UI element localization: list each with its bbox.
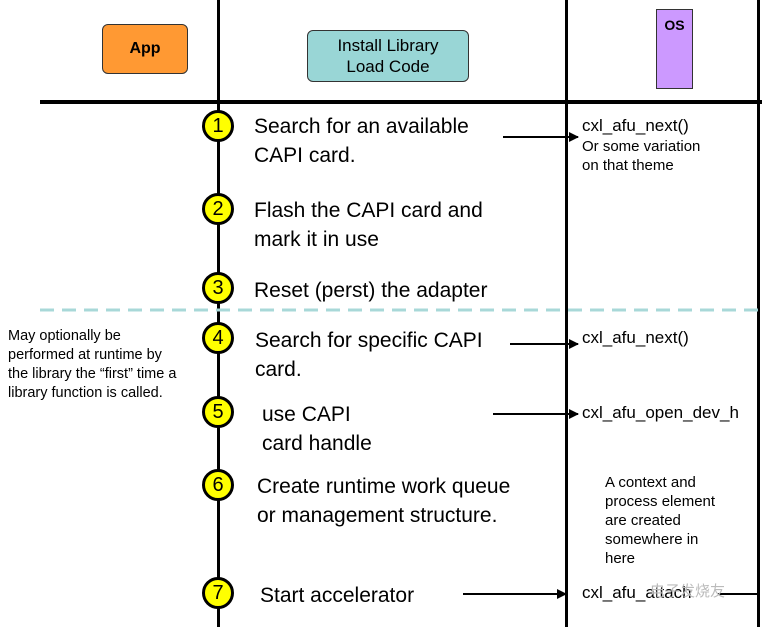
step-7-text: Start accelerator <box>260 584 415 607</box>
step-3-circle: 3 <box>202 272 234 304</box>
header-separator <box>40 100 762 104</box>
os-call-step-4: cxl_afu_next() <box>582 328 689 347</box>
step-1-text: Search for an available CAPI card. <box>254 115 469 167</box>
step-5-circle: 5 <box>202 396 234 428</box>
os-lane-line <box>565 0 568 627</box>
library-lane-label: Install Library Load Code <box>337 36 439 76</box>
app-lane-header: App <box>102 24 188 74</box>
step-5-text: use CAPI card handle <box>262 403 372 455</box>
os-lane-header: OS <box>656 9 693 89</box>
step-4-text: Search for specific CAPI card. <box>255 329 483 381</box>
step-2-circle: 2 <box>202 193 234 225</box>
step-3-text: Reset (perst) the adapter <box>254 279 488 302</box>
step-2-text: Flash the CAPI card and mark it in use <box>254 199 483 251</box>
library-lane-header: Install Library Load Code <box>307 30 469 82</box>
step-1-circle: 1 <box>202 110 234 142</box>
library-lane-line <box>217 0 220 627</box>
app-lane-label: App <box>129 40 161 57</box>
os-lane-label: OS <box>664 17 685 33</box>
step-6-circle: 6 <box>202 469 234 501</box>
os-right-lane-line <box>757 0 760 627</box>
os-call-step-7: cxl_afu_attach <box>582 583 692 602</box>
os-call-step-1: cxl_afu_next() <box>582 116 689 135</box>
runtime-side-note: May optionally be performed at runtime b… <box>8 328 177 401</box>
runtime-divider <box>40 308 762 312</box>
step-4-circle: 4 <box>202 322 234 354</box>
os-call-step-5: cxl_afu_open_dev_h <box>582 403 739 422</box>
watermark: 电子发烧友 <box>650 583 726 600</box>
os-call-step-1-note: Or some variation on that theme <box>582 138 701 174</box>
step-7-circle: 7 <box>202 577 234 609</box>
step-6-text: Create runtime work queue or management … <box>257 475 511 527</box>
os-note-step-6: A context and process element are create… <box>605 474 716 567</box>
